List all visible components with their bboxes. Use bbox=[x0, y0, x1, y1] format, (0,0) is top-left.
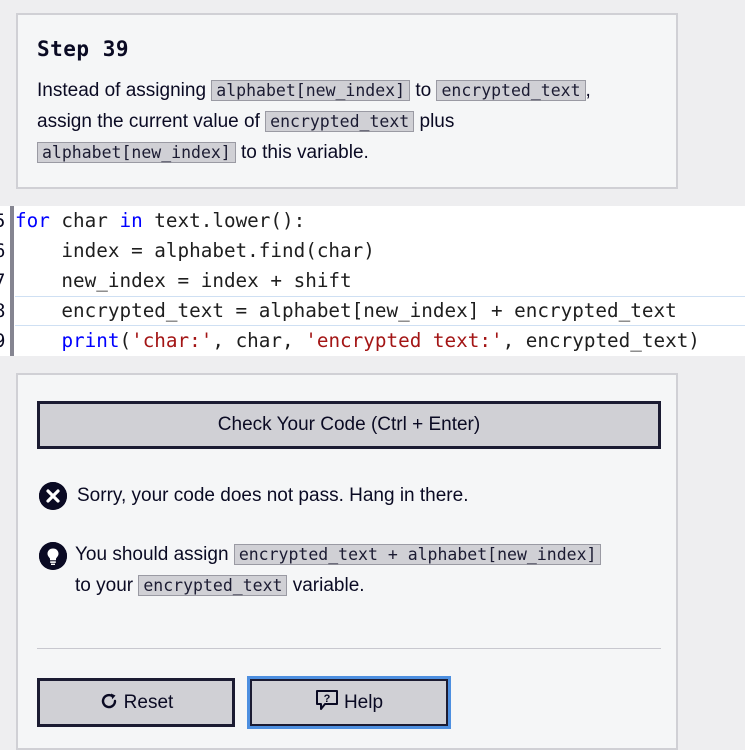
line-number: 8 bbox=[0, 296, 6, 326]
step-title: Step 39 bbox=[37, 37, 130, 61]
desc-text: to this variable. bbox=[235, 142, 369, 163]
desc-text: assign the current value of bbox=[37, 111, 266, 132]
help-button[interactable]: ? Help bbox=[247, 676, 451, 729]
code-editor[interactable]: 5 6 7 8 9 for char in text.lower(): inde… bbox=[0, 206, 745, 356]
hint-text: to your bbox=[75, 575, 139, 596]
editable-region-marker bbox=[10, 206, 14, 356]
code-line[interactable]: index = alphabet.find(char) bbox=[15, 239, 375, 262]
reset-icon bbox=[101, 693, 116, 709]
error-message: Sorry, your code does not pass. Hang in … bbox=[77, 485, 469, 506]
instructions-panel: Step 39 Instead of assigning alphabet[ne… bbox=[16, 13, 678, 189]
hint-message: You should assign encrypted_text + alpha… bbox=[75, 539, 665, 601]
step-description: Instead of assigning alphabet[new_index]… bbox=[37, 75, 667, 168]
inline-code: alphabet[new_index] bbox=[211, 80, 411, 101]
desc-text: , bbox=[585, 80, 591, 101]
code-string: 'encrypted text:' bbox=[305, 329, 503, 352]
code-keyword: in bbox=[119, 209, 143, 232]
code-builtin: print bbox=[61, 329, 120, 352]
svg-text:?: ? bbox=[324, 693, 331, 705]
line-number: 6 bbox=[0, 236, 6, 266]
inline-code: encrypted_text bbox=[138, 575, 288, 596]
reset-button[interactable]: Reset bbox=[37, 678, 235, 727]
code-line[interactable]: print('char:', char, 'encrypted text:', … bbox=[15, 326, 745, 356]
help-label: Help bbox=[343, 692, 384, 713]
lightbulb-icon bbox=[39, 542, 67, 570]
desc-text: to bbox=[410, 80, 437, 101]
code-line-active[interactable]: encrypted_text = alphabet[new_index] + e… bbox=[15, 296, 745, 326]
check-code-button[interactable]: Check Your Code (Ctrl + Enter) bbox=[37, 401, 661, 449]
code-line[interactable]: new_index = index + shift bbox=[15, 269, 352, 292]
inline-code: alphabet[new_index] bbox=[37, 142, 236, 163]
code-string: 'char:' bbox=[131, 329, 213, 352]
x-circle-icon bbox=[39, 482, 67, 510]
inline-code: encrypted_text + alphabet[new_index] bbox=[233, 544, 602, 565]
code-keyword: for bbox=[15, 209, 50, 232]
desc-text: Instead of assigning bbox=[37, 80, 212, 101]
help-bubble-icon: ? bbox=[315, 690, 338, 710]
code-token: , char, bbox=[212, 329, 306, 352]
reset-label: Reset bbox=[123, 692, 174, 713]
code-token: char bbox=[49, 209, 120, 232]
code-line[interactable]: for char in text.lower(): bbox=[15, 206, 745, 236]
feedback-panel: Check Your Code (Ctrl + Enter) Sorry, yo… bbox=[16, 373, 678, 750]
code-token bbox=[15, 329, 61, 352]
line-number: 7 bbox=[0, 266, 6, 296]
code-token: text.lower(): bbox=[142, 209, 306, 232]
inline-code: encrypted_text bbox=[436, 80, 586, 101]
hint-text: You should assign bbox=[75, 544, 234, 565]
desc-text: plus bbox=[414, 111, 455, 132]
code-token: ( bbox=[119, 329, 132, 352]
divider bbox=[37, 648, 661, 649]
inline-code: encrypted_text bbox=[265, 111, 415, 132]
code-token: , encrypted_text) bbox=[502, 329, 700, 352]
hint-text: variable. bbox=[287, 575, 365, 596]
line-number-gutter: 5 6 7 8 9 bbox=[0, 206, 8, 356]
line-number: 5 bbox=[0, 206, 6, 236]
line-number: 9 bbox=[0, 326, 6, 356]
